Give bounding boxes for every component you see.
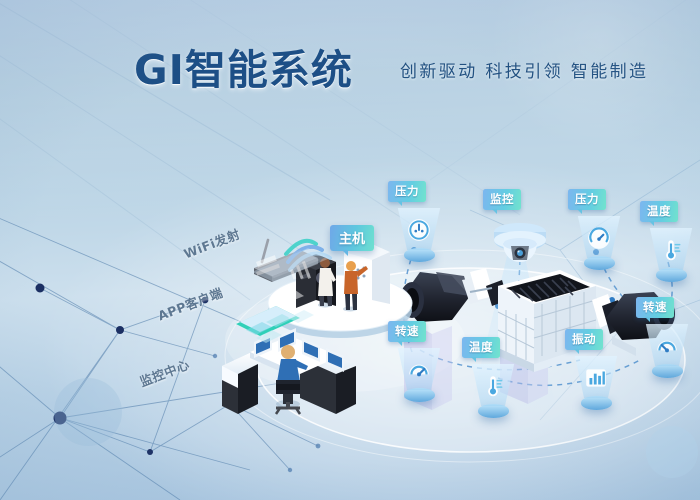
sensor-cone bbox=[471, 364, 515, 406]
sensor-base bbox=[583, 256, 615, 270]
page-subtitle: 创新驱动 科技引领 智能制造 bbox=[400, 62, 649, 82]
technicians-icon bbox=[296, 244, 390, 312]
sensor-pressure-left[interactable]: 压力 bbox=[388, 180, 450, 262]
wifi-router-icon bbox=[254, 238, 332, 282]
sensor-base bbox=[403, 388, 435, 402]
sensor-label: 监控 bbox=[483, 189, 521, 214]
page-title: GI智能系统 bbox=[134, 46, 353, 94]
sensor-label: 转速 bbox=[388, 321, 426, 346]
waveform-bars-icon bbox=[586, 369, 606, 387]
sensor-cone bbox=[397, 348, 441, 390]
floating-data-blocks bbox=[246, 310, 314, 343]
sensor-monitor[interactable]: 监控 bbox=[483, 188, 557, 276]
sensor-base bbox=[580, 396, 612, 410]
sensor-cone bbox=[649, 228, 693, 270]
sensor-cone bbox=[577, 216, 621, 258]
sensor-label: 转速 bbox=[636, 297, 674, 322]
sensor-label: 温度 bbox=[462, 337, 500, 362]
sensor-pressure-right[interactable]: 压力 bbox=[568, 188, 630, 270]
sensor-cone bbox=[645, 324, 689, 366]
header: GI智能系统 创新驱动 科技引领 智能制造 bbox=[0, 0, 700, 120]
sensor-cone bbox=[397, 208, 441, 250]
sensor-label: 压力 bbox=[388, 181, 426, 206]
sensor-base bbox=[655, 268, 687, 282]
sensor-vibration[interactable]: 振动 bbox=[565, 328, 627, 410]
gauge-icon bbox=[408, 219, 430, 241]
host-tag[interactable]: 主机 bbox=[330, 225, 375, 256]
speedometer-icon bbox=[657, 340, 677, 353]
sensor-rpm-right[interactable]: 转速 bbox=[636, 296, 698, 378]
sensor-temperature-mid[interactable]: 温度 bbox=[462, 336, 524, 418]
sensor-temperature-right[interactable]: 温度 bbox=[640, 200, 700, 282]
sensor-base bbox=[651, 364, 683, 378]
sensor-label: 振动 bbox=[565, 329, 603, 354]
speedometer-icon bbox=[409, 364, 429, 377]
sensor-cone bbox=[574, 356, 618, 398]
sensor-label: 压力 bbox=[568, 189, 606, 214]
operator-at-desk-icon bbox=[222, 328, 356, 415]
dome-camera-icon bbox=[494, 223, 546, 262]
sensor-label: 温度 bbox=[640, 201, 678, 226]
thermometer-icon bbox=[488, 376, 503, 397]
sensor-base bbox=[477, 404, 509, 418]
sensor-rpm-left[interactable]: 转速 bbox=[388, 320, 450, 402]
gauge-icon bbox=[588, 227, 610, 249]
thermometer-icon bbox=[666, 240, 681, 261]
sensor-base bbox=[403, 248, 435, 262]
